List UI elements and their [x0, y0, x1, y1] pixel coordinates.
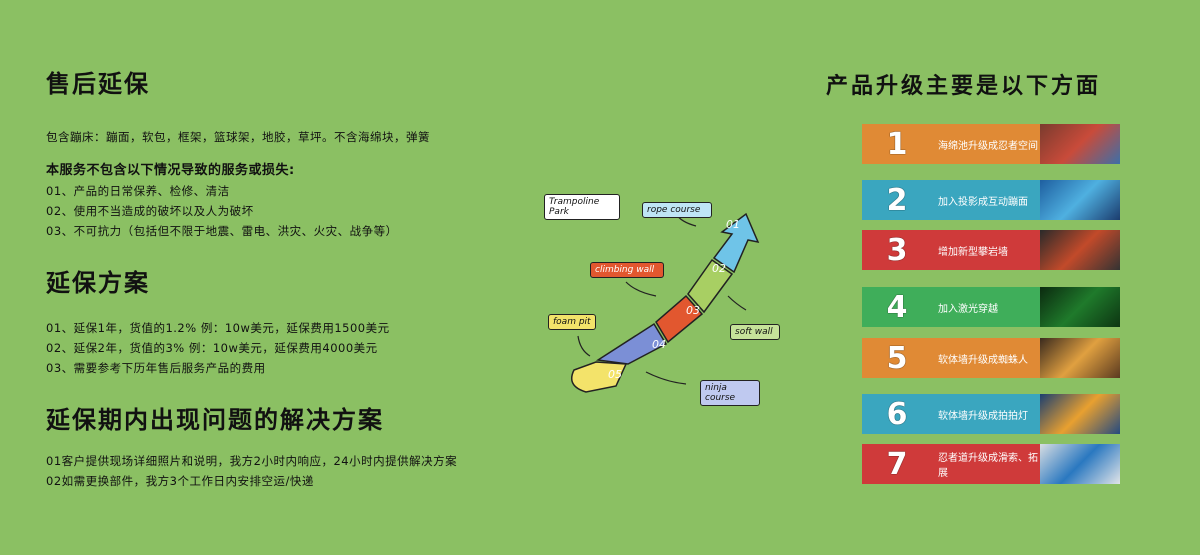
- upgrade-item: 3 增加新型攀岩墙: [862, 230, 1120, 270]
- tag-climbing-wall: climbing wall: [590, 262, 664, 278]
- exclusion-item: 03、不可抗力（包括但不限于地震、雷电、洪灾、火灾、战争等）: [46, 224, 398, 238]
- upgrade-item: 2 加入投影成互动蹦面: [862, 180, 1120, 220]
- step-label: 04: [652, 338, 666, 351]
- item-number-badge: 3: [862, 230, 932, 270]
- tag-soft-wall: soft wall: [730, 324, 780, 340]
- step-04-segment: [595, 322, 668, 365]
- step-02-segment: [687, 258, 734, 314]
- upgrade-title: 产品升级主要是以下方面: [826, 74, 1102, 99]
- step-03-segment: [655, 294, 704, 344]
- item-number-badge: 5: [862, 338, 932, 378]
- item-number-badge: 4: [862, 287, 932, 327]
- item-number-badge: 6: [862, 394, 932, 434]
- item-number-badge: 7: [862, 444, 932, 484]
- upgrade-item: 5 软体墙升级成蜘蛛人: [862, 338, 1120, 378]
- step-label: 05: [608, 368, 622, 381]
- solution-item: 01客户提供现场详细照片和说明，我方2小时内响应，24小时内提供解决方案: [46, 454, 458, 468]
- plan-item: 01、延保1年，货值的1.2% 例：10w美元，延保费用1500美元: [46, 321, 390, 335]
- item-photo: [1040, 394, 1120, 434]
- item-number-badge: 1: [862, 124, 932, 164]
- step-label: 02: [712, 262, 726, 275]
- item-photo: [1040, 338, 1120, 378]
- item-number-badge: 2: [862, 180, 932, 220]
- section-title-solution: 延保期内出现问题的解决方案: [46, 406, 384, 434]
- tag-trampoline-park: Trampoline Park: [544, 194, 620, 220]
- exclusions-heading: 本服务不包含以下情况导致的服务或损失:: [46, 163, 295, 178]
- item-photo: [1040, 180, 1120, 220]
- item-photo: [1040, 230, 1120, 270]
- exclusion-item: 01、产品的日常保养、检修、清洁: [46, 184, 230, 198]
- section-title-plan: 延保方案: [46, 269, 150, 297]
- item-label: 软体墙升级成蜘蛛人: [932, 338, 1040, 378]
- item-label: 增加新型攀岩墙: [932, 230, 1040, 270]
- step-05-segment: [571, 361, 628, 393]
- item-label: 加入激光穿越: [932, 287, 1040, 327]
- upgrade-item: 4 加入激光穿越: [862, 287, 1120, 327]
- exclusion-item: 02、使用不当造成的破坏以及人为破坏: [46, 204, 254, 218]
- step-label: 03: [686, 304, 700, 317]
- after-sales-section: 售后延保 包含蹦床：蹦面，软包，框架，篮球架，地胶，草坪。不含海绵块，弹簧 本服…: [46, 64, 546, 491]
- upgrade-item: 1 海绵池升级成忍者空间: [862, 124, 1120, 164]
- upgrade-item: 6 软体墙升级成拍拍灯: [862, 394, 1120, 434]
- tag-foam-pit: foam pit: [548, 314, 596, 330]
- item-label: 软体墙升级成拍拍灯: [932, 394, 1040, 434]
- item-photo: [1040, 287, 1120, 327]
- section-title-after-sales: 售后延保: [46, 70, 150, 98]
- step-label: 01: [726, 218, 740, 231]
- item-label: 海绵池升级成忍者空间: [932, 124, 1040, 164]
- item-photo: [1040, 444, 1120, 484]
- upgrade-path-diagram: 01 02 03 04 05 Trampoline Park rope cour…: [536, 186, 796, 416]
- item-label: 忍者道升级成滑索、拓展: [932, 444, 1040, 484]
- plan-item: 02、延保2年，货值的3% 例：10w美元，延保费用4000美元: [46, 341, 378, 355]
- tag-rope-course: rope course: [642, 202, 712, 218]
- item-photo: [1040, 124, 1120, 164]
- step-01-segment: [712, 212, 760, 274]
- upgrade-item: 7 忍者道升级成滑索、拓展: [862, 444, 1120, 484]
- item-label: 加入投影成互动蹦面: [932, 180, 1040, 220]
- coverage-line: 包含蹦床：蹦面，软包，框架，篮球架，地胶，草坪。不含海绵块，弹簧: [46, 130, 430, 144]
- step-arrows: 01 02 03 04 05: [571, 212, 760, 393]
- tag-ninja-course: ninja course: [700, 380, 760, 406]
- plan-item: 03、需要参考下历年售后服务产品的费用: [46, 361, 266, 375]
- solution-item: 02如需更换部件，我方3个工作日内安排空运/快递: [46, 474, 314, 488]
